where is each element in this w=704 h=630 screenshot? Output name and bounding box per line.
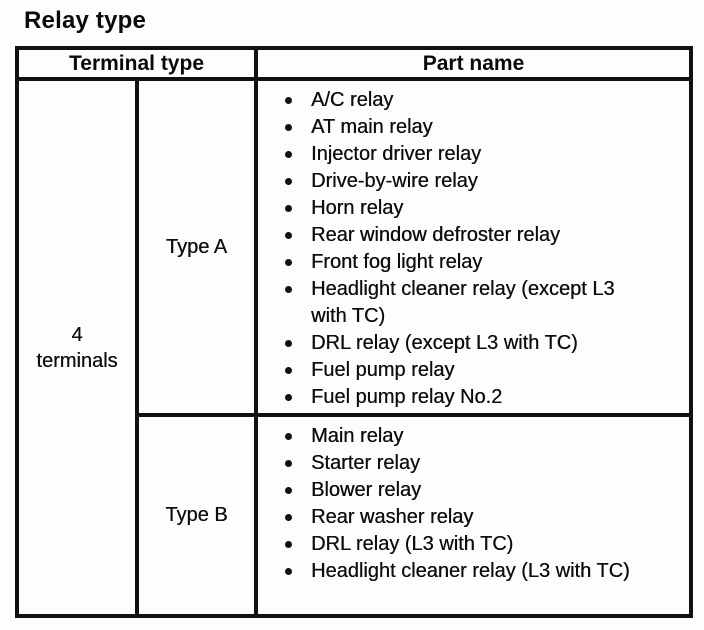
table-header-row: Terminal type Part name bbox=[14, 46, 694, 81]
part-item: A/C relay bbox=[258, 87, 645, 114]
part-item: Fuel pump relay No.2 bbox=[258, 384, 645, 411]
part-item: Fuel pump relay bbox=[258, 357, 645, 384]
type-a-label-cell: Type A bbox=[134, 77, 259, 417]
part-item: Injector driver relay bbox=[258, 141, 645, 168]
part-item: Rear washer relay bbox=[258, 504, 645, 531]
type-b-label-cell: Type B bbox=[134, 413, 259, 618]
part-item: Drive-by-wire relay bbox=[258, 168, 645, 195]
part-item: Headlight cleaner relay (except L3 with … bbox=[258, 276, 645, 330]
part-item: Rear window defroster relay bbox=[258, 222, 645, 249]
column-header-terminal-type: Terminal type bbox=[14, 46, 259, 81]
terminal-count-cell: 4 terminals bbox=[15, 77, 139, 618]
relay-type-table: Terminal type Part name 4 terminals Type… bbox=[14, 46, 694, 618]
part-item: DRL relay (except L3 with TC) bbox=[258, 330, 645, 357]
part-item: Starter relay bbox=[258, 450, 645, 477]
part-item: Front fog light relay bbox=[258, 249, 645, 276]
part-item: AT main relay bbox=[258, 114, 645, 141]
part-item: Main relay bbox=[258, 423, 645, 450]
part-item: Horn relay bbox=[258, 195, 645, 222]
column-header-part-name: Part name bbox=[254, 46, 694, 81]
part-item: Blower relay bbox=[258, 477, 645, 504]
part-item: Headlight cleaner relay (L3 with TC) bbox=[258, 558, 645, 585]
page-title: Relay type bbox=[24, 7, 147, 34]
part-item: DRL relay (L3 with TC) bbox=[258, 531, 645, 558]
